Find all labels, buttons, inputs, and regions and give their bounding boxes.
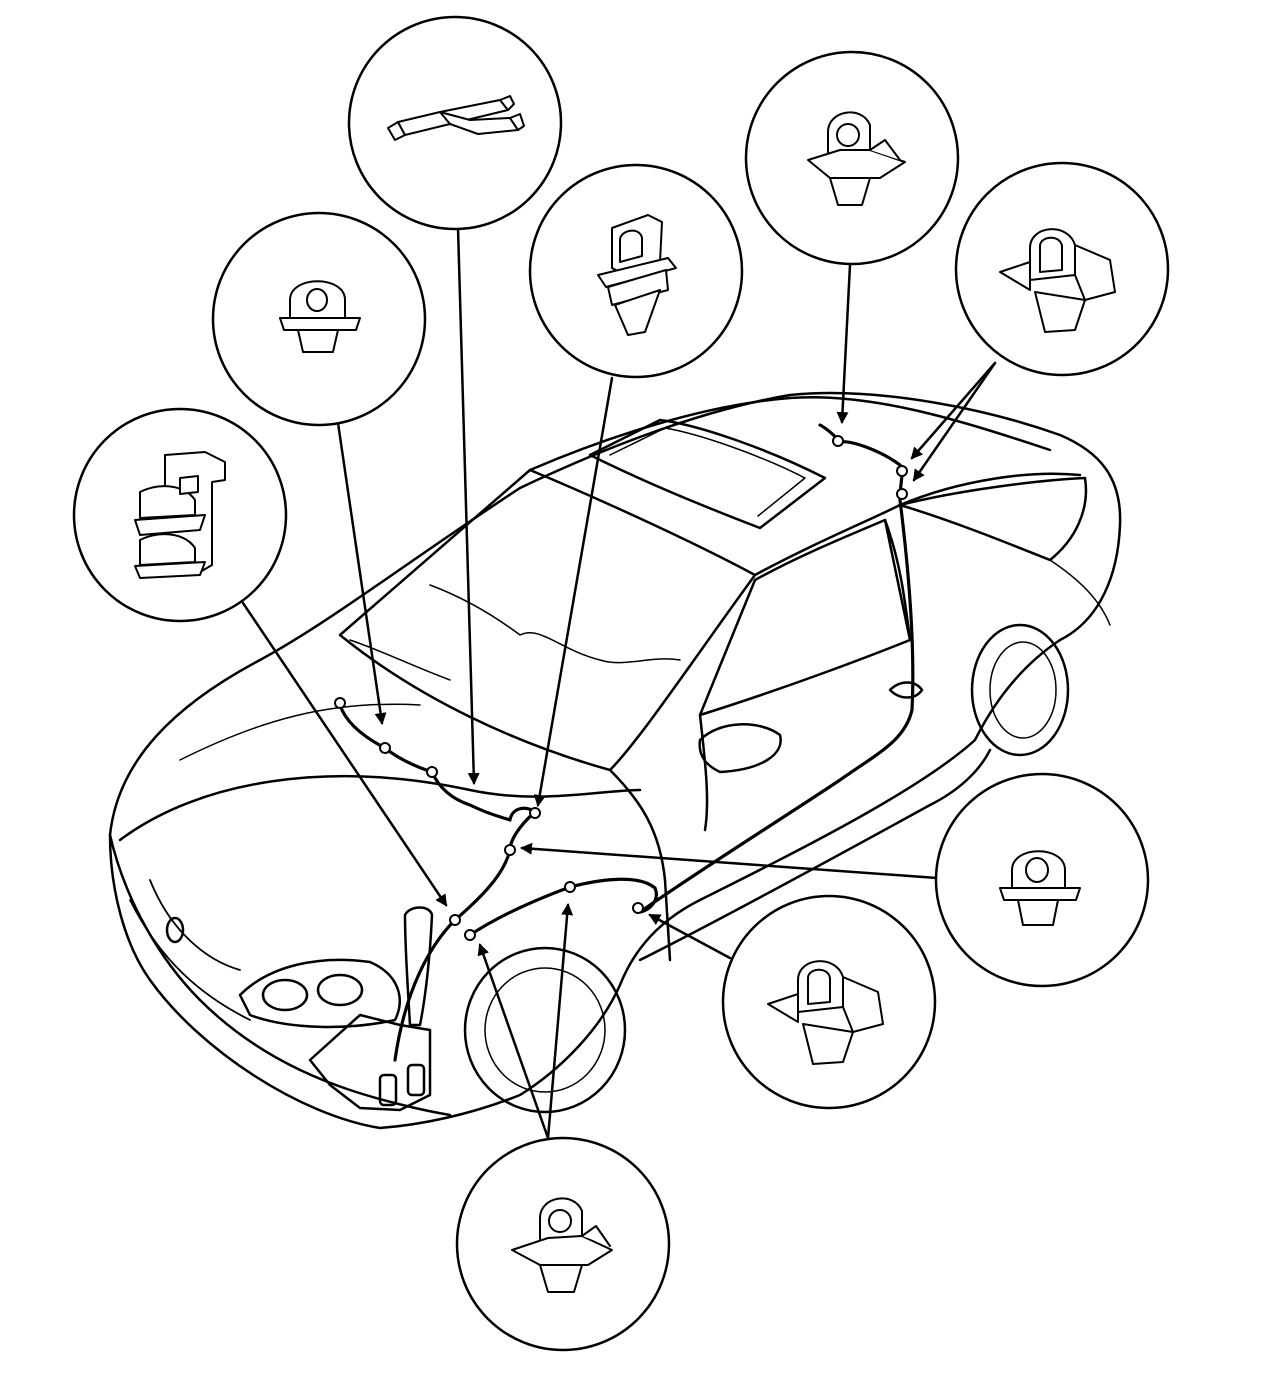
snap-clip-icon	[511, 1197, 613, 1293]
door-handle	[888, 681, 924, 699]
fog-light	[165, 916, 185, 944]
clip-point	[896, 488, 908, 500]
hose-clip-points	[334, 435, 908, 941]
windshield	[338, 468, 757, 772]
u-clip-icon	[999, 228, 1116, 333]
rear-window	[898, 476, 1088, 562]
clip-point	[449, 914, 461, 926]
leader-arrow	[241, 601, 448, 907]
hood-crease	[179, 703, 421, 761]
leader-arrows	[241, 226, 997, 1140]
windshield-reflection	[349, 584, 681, 681]
rear-wheel	[970, 623, 1070, 757]
front-wheel-inner	[484, 967, 606, 1093]
clip-point	[632, 902, 644, 914]
clip-point	[529, 807, 541, 819]
washer-hose-routing	[334, 423, 915, 1062]
round-clip-icon	[279, 280, 361, 353]
washer-filler-neck	[403, 906, 434, 1027]
car-body-silhouette	[108, 391, 1122, 1130]
double-clip-callout	[528, 163, 744, 379]
sunroof	[588, 418, 827, 530]
car-outline	[108, 391, 1122, 1130]
u-clip-bottom-right-callout	[721, 894, 937, 1110]
clip-point	[896, 465, 908, 477]
leader-arrow	[648, 913, 732, 960]
double-clip-icon	[597, 214, 677, 336]
u-clip-top-right-callout	[954, 161, 1170, 377]
leader-arrow	[546, 903, 574, 1140]
round-clip-top-left-callout	[211, 211, 427, 427]
clip-point	[504, 844, 516, 856]
leader-arrow	[477, 943, 550, 1140]
rocker-panel	[638, 748, 992, 962]
round-clip-icon	[999, 850, 1081, 926]
grille	[129, 879, 251, 1021]
sunroof-inner	[609, 427, 806, 517]
leader-arrow	[456, 226, 480, 785]
hose-joint-callout	[347, 15, 563, 231]
clip-point	[464, 929, 476, 941]
rear-washer-hose	[468, 423, 915, 937]
door-line	[608, 713, 709, 962]
snap-clip-bottom-callout	[455, 1136, 671, 1352]
stacked-clip-icon	[134, 451, 226, 579]
snap-clip-top-callout	[744, 50, 960, 266]
leader-arrow	[836, 263, 852, 424]
leader-arrow	[912, 361, 997, 482]
clip-point	[426, 766, 438, 778]
headlight-lens-right	[316, 973, 364, 1007]
washer-reservoir	[308, 1013, 432, 1112]
leader-arrow	[533, 376, 614, 807]
clip-point	[379, 742, 391, 754]
rear-wheel-inner	[989, 641, 1057, 739]
rear-deck	[1049, 559, 1111, 626]
clip-point	[334, 697, 346, 709]
headlight-lens-left	[261, 978, 309, 1012]
hose-joint-icon	[387, 95, 525, 141]
headlight	[238, 958, 401, 1029]
clip-point	[564, 881, 576, 893]
hood-edge	[118, 774, 642, 842]
washer-pump-right	[406, 1063, 426, 1097]
u-clip-icon	[767, 960, 884, 1065]
washer-pump-left	[378, 1073, 398, 1107]
clip-point	[832, 435, 844, 447]
leader-arrow	[336, 421, 387, 725]
windshield-washer-hose	[338, 703, 537, 1062]
front-bumper	[108, 833, 452, 1117]
snap-clip-icon	[807, 111, 906, 206]
window-divider	[883, 518, 912, 642]
front-wheel	[463, 946, 627, 1114]
side-window	[698, 518, 912, 717]
stacked-clip-callout	[72, 407, 288, 623]
side-mirror	[698, 723, 782, 774]
leader-arrow	[520, 842, 939, 880]
round-clip-right-callout	[934, 772, 1150, 988]
leader-arrow	[910, 361, 997, 460]
